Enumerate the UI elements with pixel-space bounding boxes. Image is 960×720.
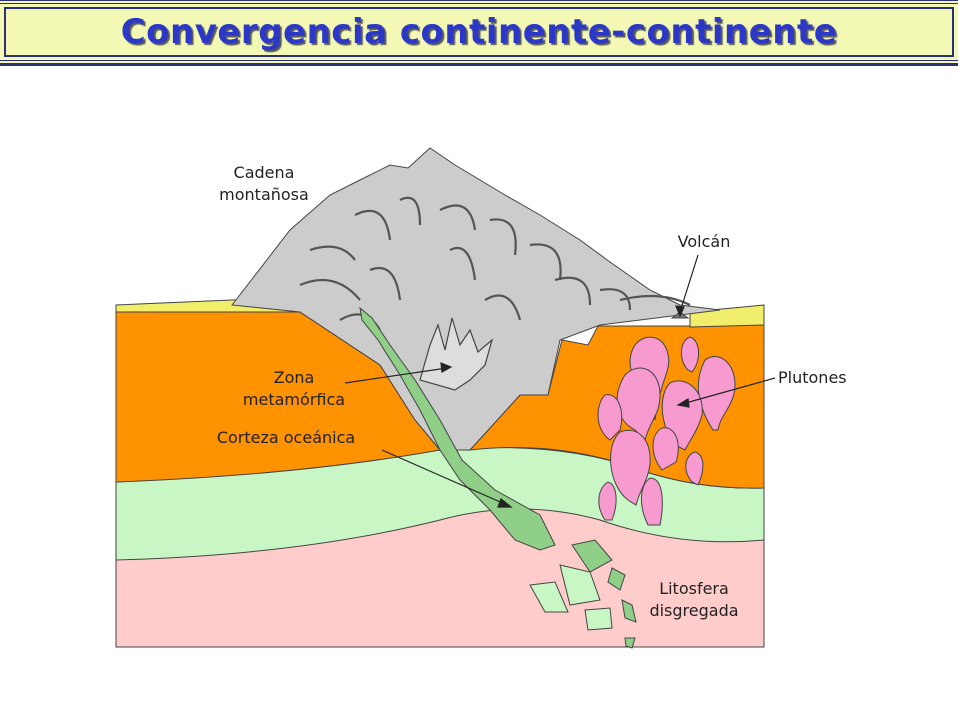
mountain-folds [299,196,691,331]
label-volcan: Volcán [678,232,731,251]
label-zona-line1: Zona [274,368,315,387]
label-cadena-line2: montañosa [219,185,309,204]
label-zona-line2: metamórfica [243,390,345,409]
page-title: Convergencia continente-continente [120,12,838,52]
label-litosfera-line1: Litosfera [659,579,729,598]
pointer-lines [344,254,776,508]
plutons [597,336,736,526]
label-plutones: Plutones [778,368,847,387]
label-corteza: Corteza oceánica [217,428,355,447]
title-bar: Convergencia continente-continente [0,0,958,64]
intrusion [419,317,494,391]
label-litosfera-line2: disgregada [649,601,738,620]
label-cadena-line1: Cadena [234,163,295,182]
lithosphere-fragments [529,539,637,649]
